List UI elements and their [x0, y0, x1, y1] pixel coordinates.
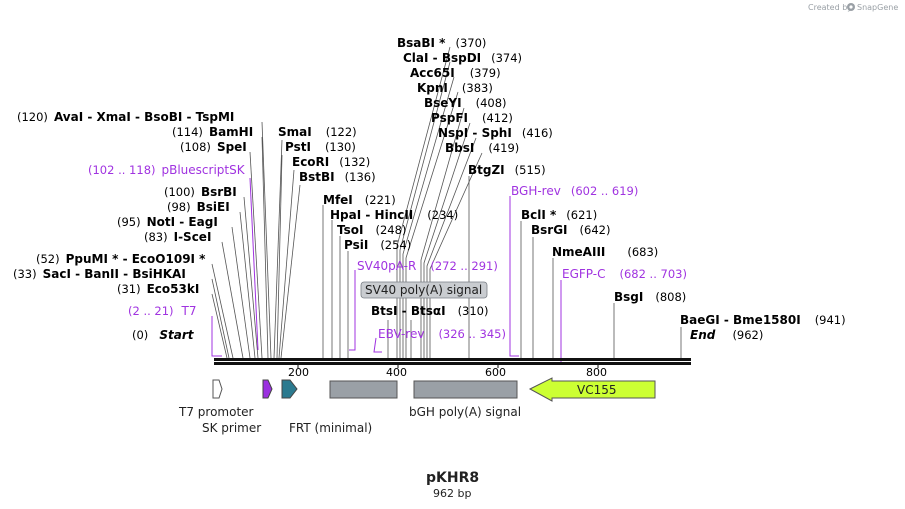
primer-label[interactable]: EGFP-C(682 .. 703): [562, 267, 687, 281]
svg-text:VC155: VC155: [577, 383, 617, 397]
snapgene-logo-icon: [847, 3, 855, 11]
site-label[interactable]: MfeI(221): [323, 193, 396, 207]
site-label[interactable]: (114)BamHI: [172, 125, 253, 139]
primer-label[interactable]: EBV-rev(326 .. 345): [378, 327, 506, 341]
site-label[interactable]: BseYI(408): [424, 96, 507, 110]
end-marker: End (962): [690, 324, 763, 343]
tick-200: 200: [288, 366, 309, 379]
site-label[interactable]: ClaI - BspDI(374): [403, 51, 522, 65]
primer-label[interactable]: BGH-rev(602 .. 619): [511, 184, 638, 198]
feature-label-t7-promoter: T7 promoter: [178, 405, 254, 419]
site-label[interactable]: (98)BsiEI: [167, 200, 230, 214]
sv40-polya-callout[interactable]: SV40 poly(A) signal: [360, 281, 488, 299]
site-label[interactable]: BsaBI *(370): [397, 36, 486, 50]
site-label[interactable]: TsoI(248): [337, 223, 406, 237]
created-by-text: Created by: [808, 3, 852, 12]
site-label[interactable]: (52)PpuMI * - EcoO109I *: [36, 252, 206, 266]
site-label[interactable]: (95)NotI - EagI: [117, 215, 218, 229]
feature-label-sk-primer: SK primer: [202, 421, 261, 435]
tick-800: 800: [586, 366, 607, 379]
snapgene-brand: SnapGene: [857, 3, 898, 12]
site-label[interactable]: BsgI(808): [614, 290, 686, 304]
svg-text:SV40 poly(A) signal: SV40 poly(A) signal: [365, 283, 482, 297]
site-label[interactable]: NspI - SphI(416): [438, 126, 553, 140]
plasmid-size: 962 bp: [433, 487, 471, 500]
feature-sv40-polya[interactable]: [329, 380, 398, 399]
site-label[interactable]: PstI(130): [285, 140, 356, 154]
site-connectors: [211, 46, 682, 359]
site-label[interactable]: NmeAIII(683): [552, 245, 658, 259]
site-label[interactable]: PsiI(254): [344, 238, 411, 252]
site-label[interactable]: SmaI(122): [278, 125, 357, 139]
site-label[interactable]: BstBI(136): [299, 170, 376, 184]
start-marker: (0) Start: [132, 324, 195, 343]
site-label[interactable]: BclI *(621): [521, 208, 597, 222]
site-label[interactable]: BsrGI(642): [531, 223, 610, 237]
feature-frt-minimal[interactable]: [281, 379, 298, 399]
site-label[interactable]: Acc65I(379): [410, 66, 501, 80]
scale-ticks: [297, 364, 599, 368]
feature-sk-primer[interactable]: [262, 379, 273, 399]
primer-label[interactable]: (2 .. 21)T7: [128, 304, 197, 318]
primer-label[interactable]: SV40pA-R(272 .. 291): [357, 259, 498, 273]
site-label[interactable]: (83)I-SceI: [144, 230, 211, 244]
feature-label-bgh-polya: bGH poly(A) signal: [409, 405, 521, 419]
site-label[interactable]: (31)Eco53kI: [117, 282, 199, 296]
tick-600: 600: [485, 366, 506, 379]
feature-t7-promoter[interactable]: [212, 379, 223, 399]
tick-400: 400: [386, 366, 407, 379]
feature-vc155[interactable]: VC155: [528, 377, 656, 402]
site-label[interactable]: BbsI(419): [445, 141, 519, 155]
sequence-backbone: [214, 358, 691, 365]
plasmid-name: pKHR8: [426, 470, 479, 486]
primer-label[interactable]: (102 .. 118)pBluescriptSK: [88, 163, 246, 177]
site-label[interactable]: HpaI - HincII(234): [330, 208, 458, 222]
site-label[interactable]: KpnI(383): [417, 81, 493, 95]
site-label[interactable]: BtsI - BtsαI(310): [371, 304, 489, 318]
site-label[interactable]: (33)SacI - BanII - BsiHKAI: [13, 267, 186, 281]
site-label[interactable]: BaeGI - Bme1580I(941): [680, 313, 846, 327]
site-label[interactable]: BtgZI(515): [468, 163, 546, 177]
feature-bgh-polya[interactable]: [413, 380, 518, 399]
site-label[interactable]: (108)SpeI: [180, 140, 247, 154]
site-label[interactable]: (120)AvaI - XmaI - BsoBI - TspMI: [17, 110, 234, 124]
feature-label-frt: FRT (minimal): [289, 421, 372, 435]
site-label[interactable]: EcoRI(132): [292, 155, 370, 169]
site-label[interactable]: PspFI(412): [431, 111, 513, 125]
site-label[interactable]: (100)BsrBI: [164, 185, 237, 199]
